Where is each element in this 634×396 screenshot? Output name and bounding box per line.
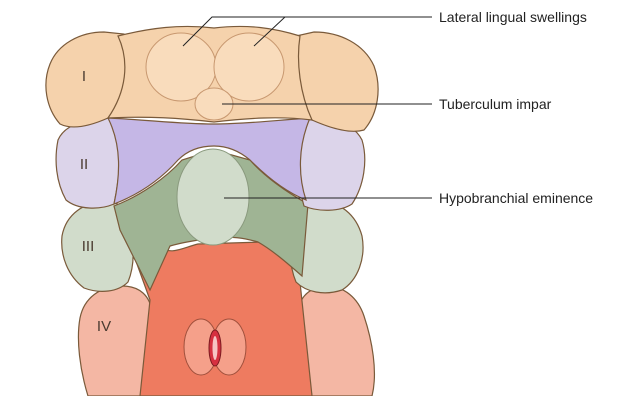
label-hypobranchial-eminence: Hypobranchial eminence — [439, 190, 593, 206]
arch-label-iv: IV — [97, 318, 111, 335]
arch-iv-left-lobe — [78, 286, 152, 396]
arch-i — [46, 26, 378, 131]
hypobranchial-eminence — [177, 149, 249, 245]
arch-label-ii: II — [80, 156, 88, 173]
arch-label-iii: III — [82, 238, 95, 255]
label-lateral-lingual-swellings: Lateral lingual swellings — [439, 9, 587, 25]
laryngeal-slit-inner — [213, 336, 218, 360]
label-tuberculum-impar: Tuberculum impar — [439, 96, 552, 112]
arch-label-i: I — [82, 68, 86, 85]
